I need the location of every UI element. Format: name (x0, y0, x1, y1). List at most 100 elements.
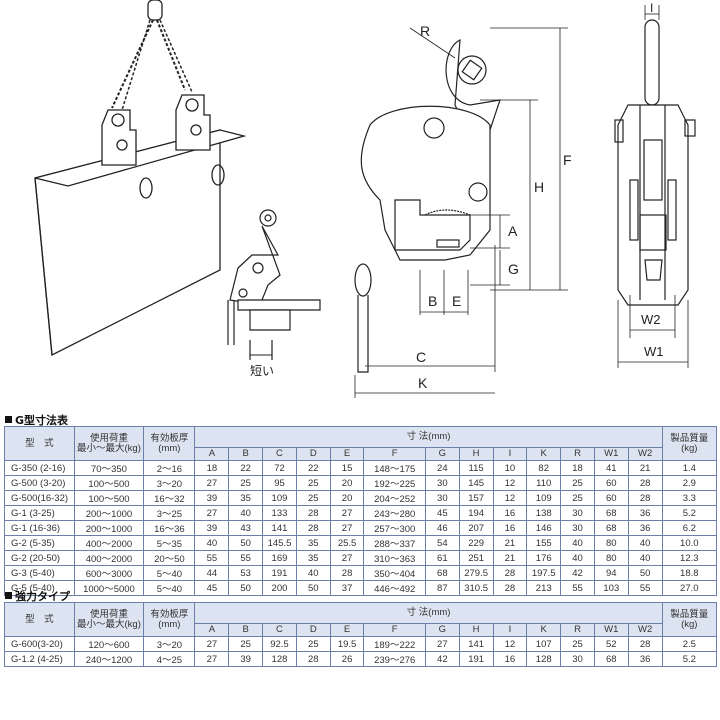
label-I: I (650, 1, 653, 15)
value-cell: 50 (627, 565, 663, 581)
value-cell: 25 (295, 636, 331, 652)
value-cell: 82 (526, 460, 562, 476)
value-cell: 68 (593, 651, 629, 667)
value-cell: 18 (560, 460, 595, 476)
header-dim-r: R (560, 447, 595, 461)
value-cell: 12.3 (661, 550, 718, 566)
value-cell: 39 (194, 490, 230, 506)
value-cell: 3.3 (661, 490, 718, 506)
standard-section-title: G型寸法表 (5, 412, 68, 428)
value-cell: 191 (458, 651, 494, 667)
value-cell: 2.9 (661, 475, 718, 491)
header-dim-w1: W1 (593, 623, 629, 637)
front-view-diagram: R F H A G B E C K (354, 23, 572, 398)
value-cell: 239～276 (363, 651, 426, 667)
value-cell: 55 (194, 550, 230, 566)
short-plate-illustration: 短い (227, 209, 321, 378)
value-cell: 28 (627, 636, 663, 652)
value-cell: 40 (560, 535, 595, 551)
value-cell: 28 (295, 520, 331, 536)
value-cell: 45 (424, 505, 460, 521)
value-cell: 80 (593, 535, 629, 551)
label-H: H (534, 179, 544, 195)
value-cell: 27 (194, 636, 230, 652)
value-cell: 157 (458, 490, 494, 506)
value-cell: 60 (593, 490, 629, 506)
value-cell: 30 (560, 520, 595, 536)
value-cell: 1.4 (661, 460, 718, 476)
lifting-illustration (34, 0, 247, 357)
value-cell: 310.5 (458, 580, 494, 596)
model-cell: G-1 (16-36) (4, 520, 75, 536)
header-dim-i: I (492, 447, 528, 461)
value-cell: 21 (492, 535, 528, 551)
value-cell: 35 (295, 550, 331, 566)
value-cell: 25 (560, 636, 595, 652)
header-dim-f: F (363, 623, 426, 637)
header-dim-r: R (560, 623, 595, 637)
header-dim-e: E (329, 623, 365, 637)
value-cell: 26 (329, 651, 365, 667)
value-cell: 16～36 (143, 520, 196, 536)
label-F: F (563, 152, 572, 168)
value-cell: 109 (526, 490, 562, 506)
value-cell: 50 (295, 580, 331, 596)
model-cell: G-500 (3-20) (4, 475, 75, 491)
value-cell: 2.5 (661, 636, 718, 652)
value-cell: 41 (593, 460, 629, 476)
value-cell: 25 (295, 475, 331, 491)
model-cell: G-2 (20-50) (4, 550, 75, 566)
header-dim-d: D (295, 623, 331, 637)
value-cell: 54 (424, 535, 460, 551)
value-cell: 68 (424, 565, 460, 581)
value-cell: 60 (593, 475, 629, 491)
value-cell: 52 (593, 636, 629, 652)
model-cell: G-1.2 (4-25) (4, 651, 75, 667)
standard-spec-table: 型 式使用荷重最小～最大(kg)有効板厚(mm)寸 法(mm)製品質量(kg)A… (4, 426, 718, 596)
value-cell: 189～222 (363, 636, 426, 652)
value-cell: 27 (329, 550, 365, 566)
value-cell: 2～16 (143, 460, 196, 476)
header-dim-a: A (194, 623, 230, 637)
value-cell: 50 (228, 580, 264, 596)
value-cell: 25 (560, 490, 595, 506)
value-cell: 279.5 (458, 565, 494, 581)
value-cell: 120～600 (73, 636, 145, 652)
header-dim-f: F (363, 447, 426, 461)
value-cell: 176 (526, 550, 562, 566)
value-cell: 44 (194, 565, 230, 581)
value-cell: 20～50 (143, 550, 196, 566)
label-W1: W1 (644, 344, 664, 359)
header-dim-c: C (262, 447, 297, 461)
value-cell: 55 (228, 550, 264, 566)
value-cell: 25 (228, 475, 264, 491)
value-cell: 70～350 (73, 460, 145, 476)
value-cell: 213 (526, 580, 562, 596)
model-cell: G-1 (3-25) (4, 505, 75, 521)
value-cell: 80 (593, 550, 629, 566)
value-cell: 68 (593, 505, 629, 521)
value-cell: 12 (492, 475, 528, 491)
value-cell: 10.0 (661, 535, 718, 551)
model-cell: G-3 (5-40) (4, 565, 75, 581)
value-cell: 5.2 (661, 505, 718, 521)
value-cell: 107 (526, 636, 562, 652)
value-cell: 30 (424, 490, 460, 506)
value-cell: 27 (424, 636, 460, 652)
value-cell: 45 (194, 580, 230, 596)
header-dim-h: H (458, 447, 494, 461)
value-cell: 28 (627, 475, 663, 491)
model-cell: G-2 (5-35) (4, 535, 75, 551)
label-R: R (420, 23, 430, 39)
value-cell: 25 (560, 475, 595, 491)
value-cell: 95 (262, 475, 297, 491)
header-dim-a: A (194, 447, 230, 461)
value-cell: 191 (262, 565, 297, 581)
value-cell: 5～40 (143, 565, 196, 581)
value-cell: 37 (329, 580, 365, 596)
value-cell: 4～25 (143, 651, 196, 667)
